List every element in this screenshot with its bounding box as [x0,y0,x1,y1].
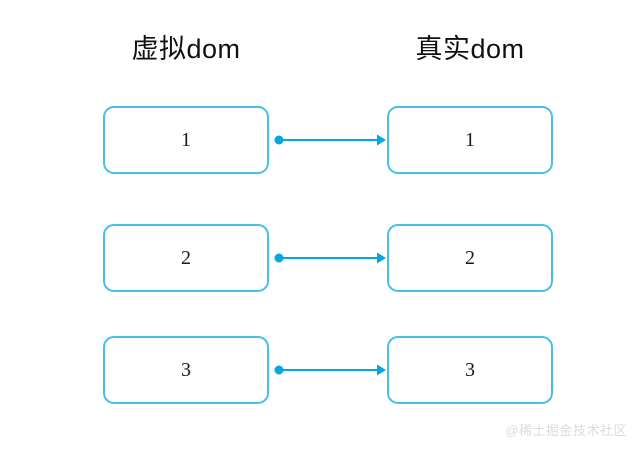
node-label: 3 [465,359,475,381]
virtual-dom-node-1[interactable]: 1 [103,106,269,174]
connector-arrow-row-1 [273,130,387,150]
connector-arrow-row-3 [273,360,387,380]
node-label: 1 [181,129,191,151]
real-dom-node-2[interactable]: 2 [387,224,553,292]
node-label: 2 [465,247,475,269]
node-label: 1 [465,129,475,151]
virtual-dom-node-2[interactable]: 2 [103,224,269,292]
connector-arrow-row-2 [273,248,387,268]
virtual-dom-node-3[interactable]: 3 [103,336,269,404]
real-dom-node-1[interactable]: 1 [387,106,553,174]
column-heading-real-dom: 真实dom [415,34,525,64]
node-label: 2 [181,247,191,269]
column-heading-virtual-dom: 虚拟dom [131,34,241,64]
real-dom-node-3[interactable]: 3 [387,336,553,404]
watermark: @稀土掘金技术社区 [505,423,627,438]
node-label: 3 [181,359,191,381]
